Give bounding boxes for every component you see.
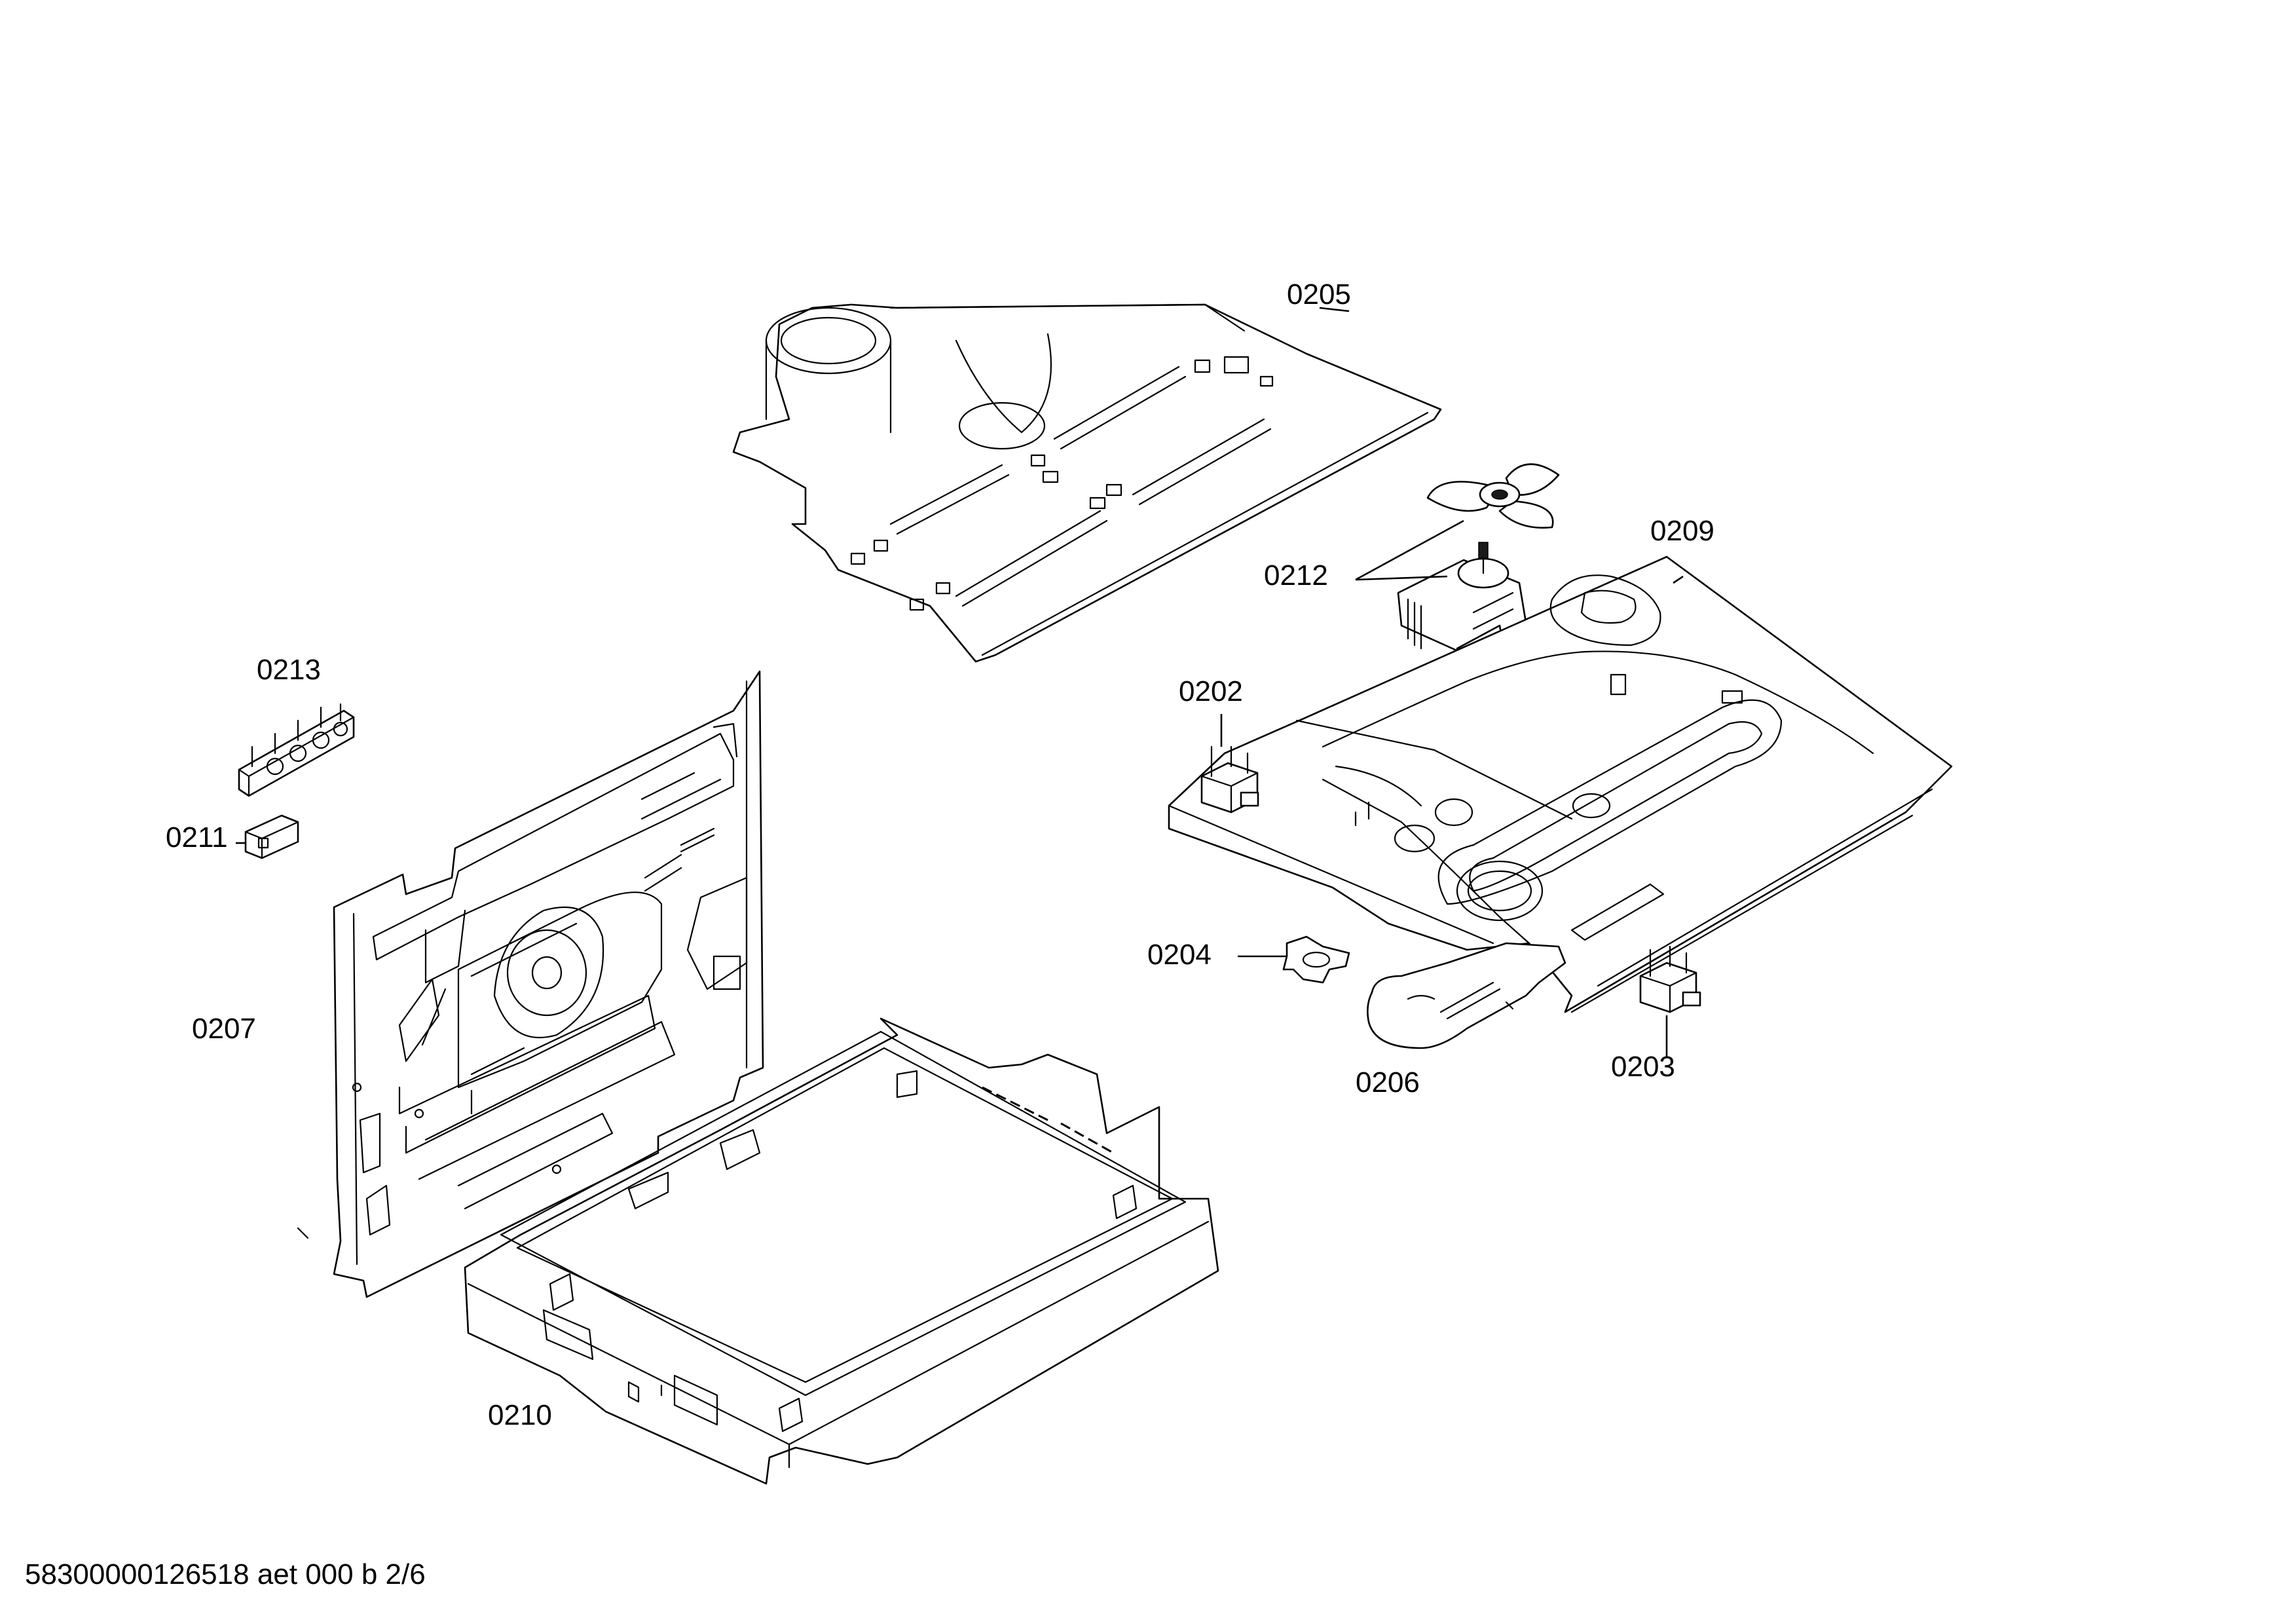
document-reference: 58300000126518 aet 000 b 2/6 <box>25 1558 426 1590</box>
part-0213-terminal-block <box>238 703 355 797</box>
part-0206-heat-shield <box>1367 942 1566 1049</box>
callout-0206: 0206 <box>1356 1066 1420 1098</box>
callout-0205: 0205 <box>1287 278 1351 310</box>
leader-lines <box>236 307 1684 1058</box>
part-0211-clip <box>244 814 299 859</box>
callout-0210: 0210 <box>488 1399 552 1431</box>
callout-0202: 0202 <box>1179 675 1243 707</box>
leader-0212-a <box>1355 519 1464 581</box>
callout-0212: 0212 <box>1264 559 1328 591</box>
callout-0209: 0209 <box>1650 515 1714 547</box>
callout-0207: 0207 <box>192 1013 256 1045</box>
callout-0204: 0204 <box>1147 939 1212 971</box>
callout-0211: 0211 <box>166 821 228 854</box>
part-0203-switch <box>1639 945 1701 1013</box>
callout-0203: 0203 <box>1611 1051 1675 1083</box>
leader-0205 <box>1319 307 1350 312</box>
leader-0209 <box>1673 575 1684 584</box>
part-0205-air-duct <box>732 303 1442 663</box>
callout-labels: 0205 0209 0212 0202 0213 0211 0204 0207 … <box>166 278 1714 1431</box>
part-0209-base-plate <box>1168 555 1953 1013</box>
part-0210-cavity-frame <box>464 1017 1219 1485</box>
callout-0213: 0213 <box>257 654 321 686</box>
leader-0212-b <box>1355 575 1448 581</box>
part-0212-fan-and-motor <box>1397 463 1560 683</box>
part-0204-bayonet-ring <box>1282 935 1350 984</box>
part-0202-switch <box>1200 745 1259 814</box>
part-0207-rear-panel <box>297 670 764 1298</box>
